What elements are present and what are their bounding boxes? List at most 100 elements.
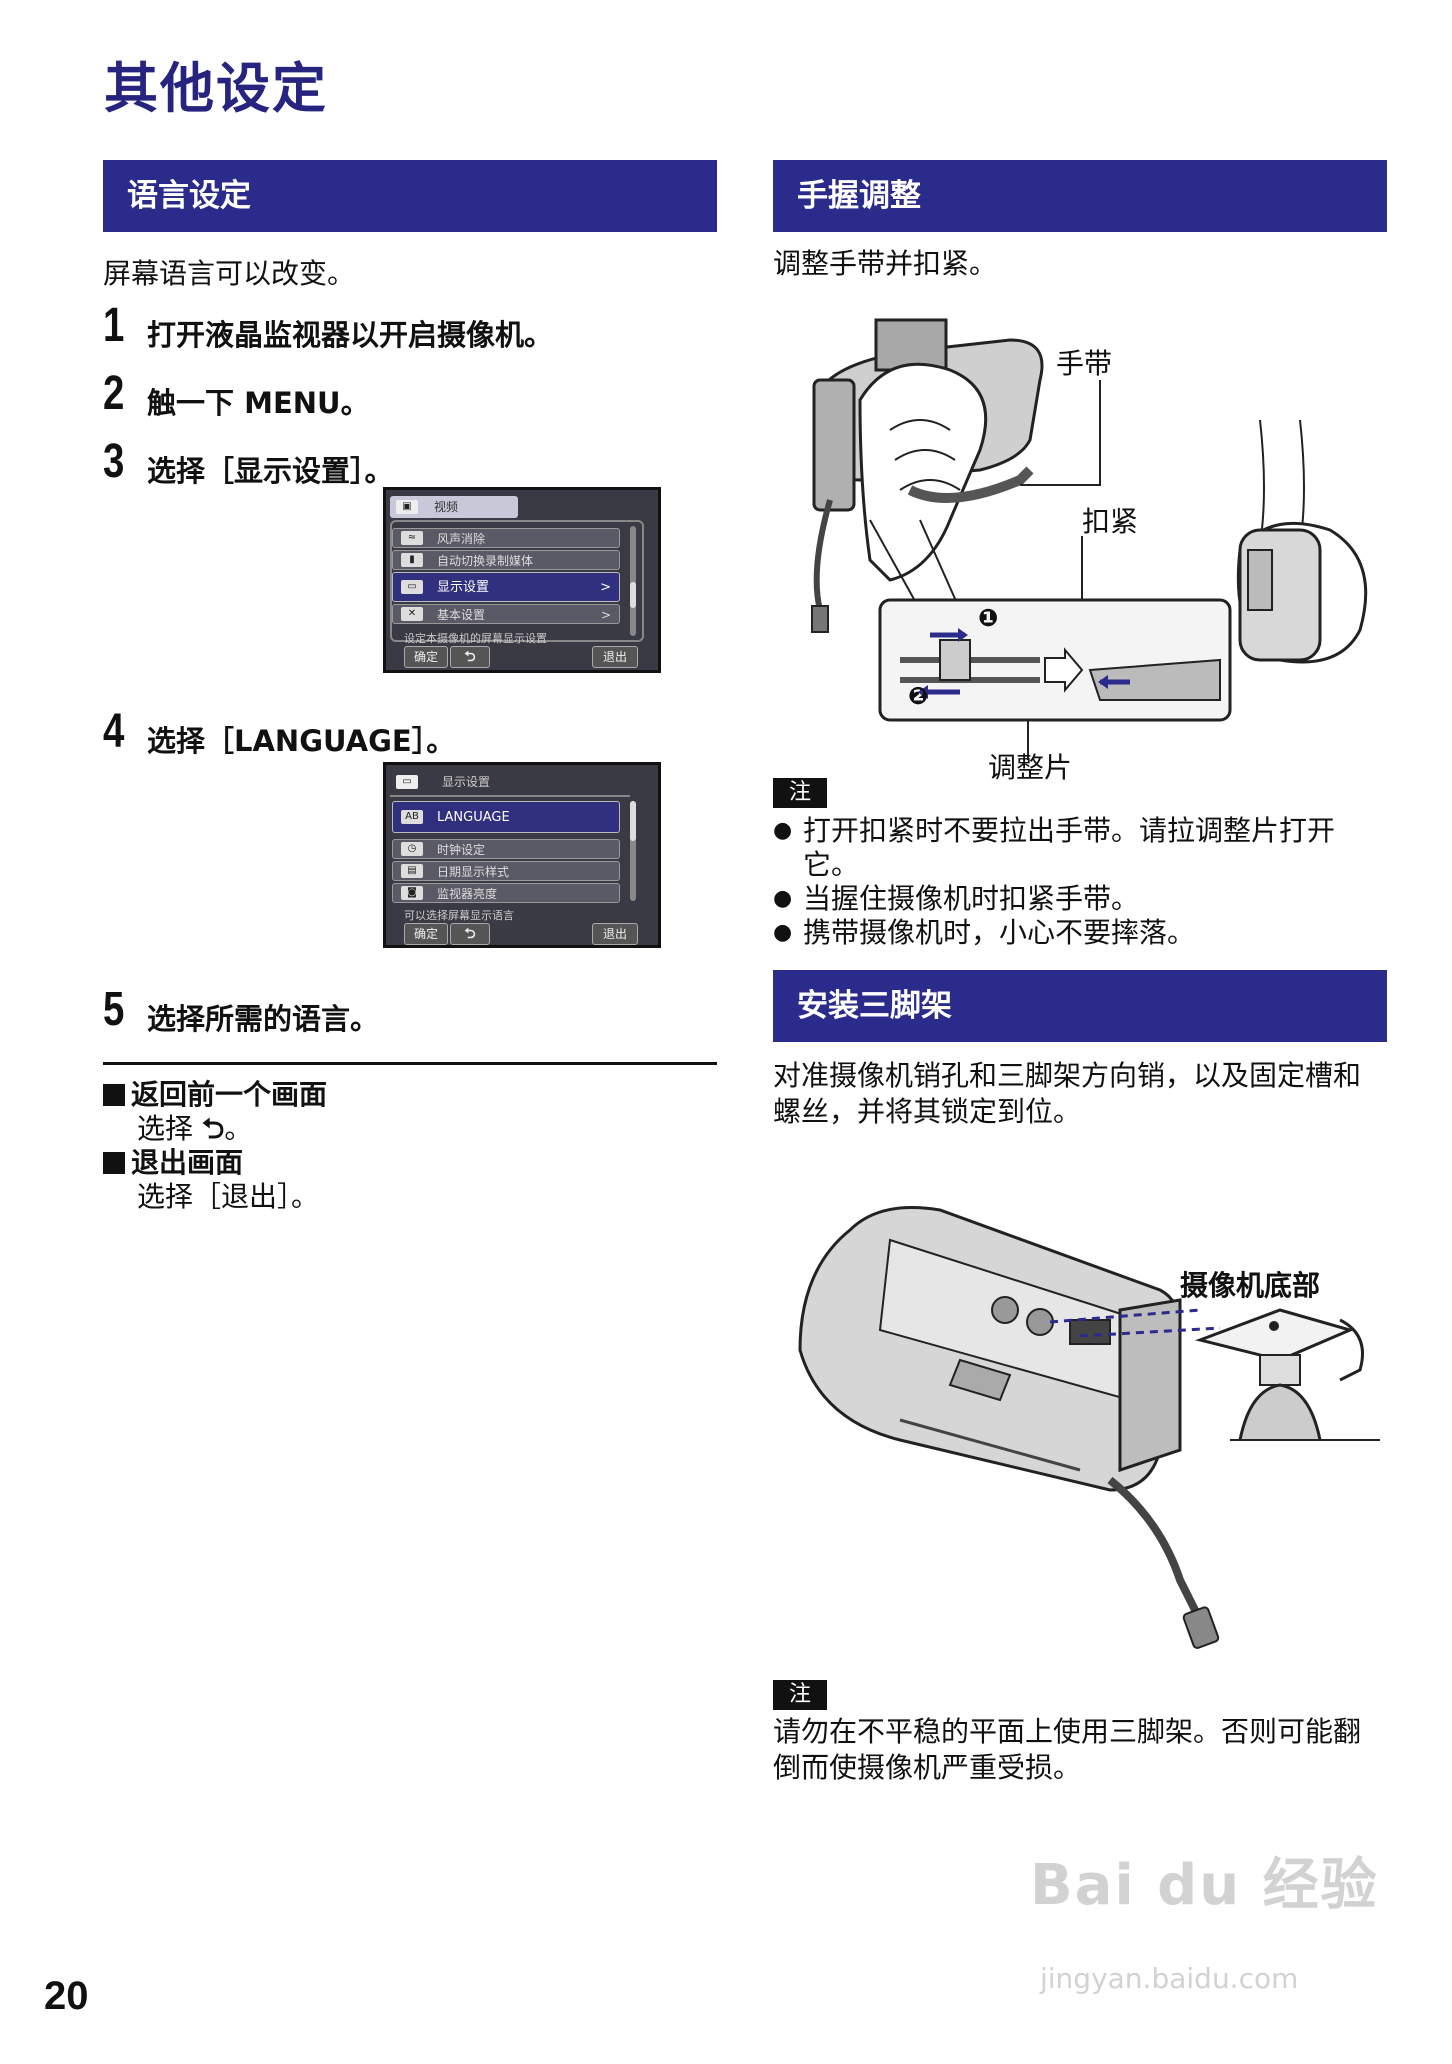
step-text: 选择［LANGUAGE］。: [147, 724, 456, 758]
menu-row-label: 基本设置: [437, 608, 486, 622]
label-camera-bottom: 摄像机底部: [1180, 1269, 1321, 1302]
menu-frame: [390, 520, 644, 642]
sub-heading-return: 返回前一个画面: [103, 1078, 703, 1112]
note-item: 打开扣紧时不要拉出手带。请拉调整片打开它。: [773, 814, 1383, 882]
step-5: 5 选择所需的语言。: [103, 983, 703, 1036]
step-2: 2 触一下 MENU。: [103, 367, 703, 420]
sub-text-exit: 选择［退出］。: [137, 1180, 320, 1213]
menu-row-basic-settings[interactable]: ✕ 基本设置 >: [392, 604, 620, 624]
brightness-icon: ◙: [401, 886, 423, 900]
return-icon: ⮌: [464, 926, 476, 942]
display-icon: ▭: [401, 580, 423, 594]
page-title: 其他设定: [104, 57, 328, 120]
menu-row-wind-cut[interactable]: ≈风声消除: [392, 528, 620, 548]
step-number: 3: [103, 435, 125, 488]
step-text: 打开液晶监视器以开启摄像机。: [147, 318, 554, 352]
menu-row-date-style[interactable]: ▤ 日期显示样式: [392, 861, 620, 881]
return-button[interactable]: ⮌: [450, 646, 490, 668]
sub-heading-label: 退出画面: [131, 1146, 244, 1179]
return-button[interactable]: ⮌: [450, 923, 490, 945]
exit-button[interactable]: 退出: [592, 923, 638, 945]
step-number: 5: [103, 983, 125, 1036]
note-item: 当握住摄像机时扣紧手带。: [773, 882, 1383, 916]
step-4: 4 选择［LANGUAGE］。: [103, 705, 703, 758]
watermark-url: jingyan.baidu.com: [1040, 1962, 1299, 1995]
sub-heading-label: 返回前一个画面: [131, 1078, 328, 1111]
step-text: 选择所需的语言。: [147, 1002, 380, 1036]
note-tag: 注: [773, 778, 827, 808]
scrollbar-thumb[interactable]: [630, 801, 636, 841]
sub-text-prefix: 选择: [137, 1112, 194, 1145]
grip-illustration: 手带 扣紧 ❶ ❷ 调整片: [800, 310, 1380, 784]
menu-header: 显示设置: [442, 775, 491, 789]
wind-icon: ≈: [401, 531, 423, 545]
section-heading-language: 语言设定: [103, 160, 717, 232]
label-buckle: 扣紧: [1082, 505, 1139, 538]
scrollbar[interactable]: [630, 526, 636, 636]
sub-text-return: 选择 ⮌。: [103, 1112, 703, 1146]
sub-items: 返回前一个画面 选择 ⮌。 退出画面 选择［退出］。: [103, 1078, 703, 1214]
tripod-illustration: 摄像机底部: [780, 1200, 1380, 1660]
step-1: 1 打开液晶监视器以开启摄像机。: [103, 299, 703, 352]
page-number: 20: [44, 1974, 89, 2018]
menu-row-label: 监视器亮度: [437, 887, 498, 901]
ok-button[interactable]: 确定: [404, 646, 448, 668]
clock-icon: ◷: [401, 842, 423, 856]
label-strap: 手带: [1056, 347, 1113, 380]
chevron-right-icon: >: [600, 608, 611, 622]
square-bullet-icon: [103, 1152, 125, 1174]
menu-row-language[interactable]: AB LANGUAGE: [392, 801, 620, 833]
menu-row-label: 显示设置: [437, 580, 490, 595]
menu-help-text: 设定本摄像机的屏幕显示设置: [404, 632, 547, 645]
section-heading-tripod: 安装三脚架: [773, 970, 1387, 1042]
return-icon: ⮌: [464, 649, 476, 665]
exit-button[interactable]: 退出: [592, 646, 638, 668]
media-icon: ▮: [401, 553, 423, 567]
menu-header: 视频: [390, 496, 518, 518]
menu-help-text: 可以选择屏幕显示语言: [404, 909, 514, 922]
menu-screenshot-language: ▭ 显示设置 AB LANGUAGE ◷ 时钟设定 ▤ 日期显示样式 ◙ 监视器亮度 可…: [383, 762, 661, 948]
label-adjust-tab: 调整片: [988, 751, 1073, 784]
step-text: 选择［显示设置］。: [147, 454, 394, 488]
menu-divider: [390, 795, 630, 797]
step-marker-2: ❷: [908, 682, 929, 710]
step-3: 3 选择［显示设置］。: [103, 435, 703, 488]
grip-intro: 调整手带并扣紧。: [773, 247, 998, 280]
display-icon: ▭: [396, 775, 418, 789]
language-icon: AB: [401, 810, 423, 824]
scrollbar-thumb[interactable]: [630, 582, 636, 608]
wrench-icon: ✕: [401, 607, 423, 621]
menu-row-label: 自动切换录制媒体: [437, 554, 534, 568]
grip-notes: 打开扣紧时不要拉出手带。请拉调整片打开它。 当握住摄像机时扣紧手带。 携带摄像机…: [773, 814, 1383, 950]
scrollbar[interactable]: [630, 801, 636, 901]
note-tag: 注: [773, 1680, 827, 1710]
section-heading-grip: 手握调整: [773, 160, 1387, 232]
step-number: 2: [103, 367, 125, 420]
menu-row-auto-switch[interactable]: ▮ 自动切换录制媒体: [392, 550, 620, 570]
camcorder-tripod-drawing: [798, 1206, 1380, 1649]
step-text: 触一下 MENU。: [147, 386, 370, 420]
step-marker-1: ❶: [978, 604, 999, 632]
return-icon: ⮌: [201, 1112, 225, 1145]
watermark-logo: Bai du 经验: [1030, 1853, 1379, 1918]
menu-row-display-settings[interactable]: ▭显示设置>: [392, 572, 620, 602]
sub-heading-exit: 退出画面: [103, 1146, 703, 1180]
menu-row-label: 时钟设定: [437, 843, 486, 857]
camcorder-hand-drawing: [811, 318, 1368, 760]
calendar-icon: ▤: [401, 864, 423, 878]
menu-screenshot-display-settings: 视频 ▣ ≈风声消除 ▮自动切换录制媒体 ▭显示设置> ✕基本设置> 设定本摄像…: [383, 487, 661, 673]
language-intro: 屏幕语言可以改变。: [103, 257, 356, 290]
divider: [103, 1062, 717, 1065]
step-number: 4: [103, 705, 125, 758]
tripod-note: 请勿在不平稳的平面上使用三脚架。否则可能翻倒而使摄像机严重受损。: [773, 1715, 1362, 1784]
step-number: 1: [103, 299, 125, 352]
menu-row-label: LANGUAGE: [437, 810, 510, 825]
menu-row-clock[interactable]: ◷ 时钟设定: [392, 839, 620, 859]
menu-row-label: 日期显示样式: [437, 865, 510, 879]
square-bullet-icon: [103, 1084, 125, 1106]
ok-button[interactable]: 确定: [404, 923, 448, 945]
sub-text-suffix: 。: [224, 1112, 253, 1145]
tripod-intro: 对准摄像机销孔和三脚架方向销，以及固定槽和螺丝，并将其锁定到位。: [773, 1059, 1362, 1128]
note-item: 携带摄像机时，小心不要摔落。: [773, 916, 1383, 950]
menu-row-brightness[interactable]: ◙ 监视器亮度: [392, 883, 620, 903]
